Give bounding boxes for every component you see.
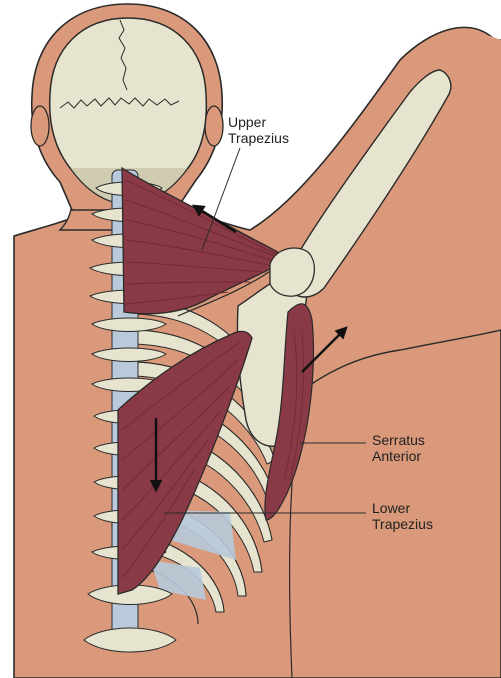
label-lower-trapezius-line2: Trapezius — [372, 516, 433, 532]
label-serratus-anterior: Serratus Anterior — [372, 432, 425, 464]
right-ear — [205, 106, 223, 146]
label-upper-trapezius-line2: Trapezius — [228, 130, 289, 146]
humerus-head — [270, 248, 314, 296]
left-ear — [31, 106, 49, 146]
label-upper-trapezius: Upper Trapezius — [228, 114, 289, 146]
skull — [50, 18, 207, 190]
label-lower-trapezius: Lower Trapezius — [372, 500, 433, 532]
label-serratus-anterior-line1: Serratus — [372, 432, 425, 448]
label-upper-trapezius-line1: Upper — [228, 114, 289, 130]
label-lower-trapezius-line1: Lower — [372, 500, 433, 516]
label-serratus-anterior-line2: Anterior — [372, 448, 425, 464]
